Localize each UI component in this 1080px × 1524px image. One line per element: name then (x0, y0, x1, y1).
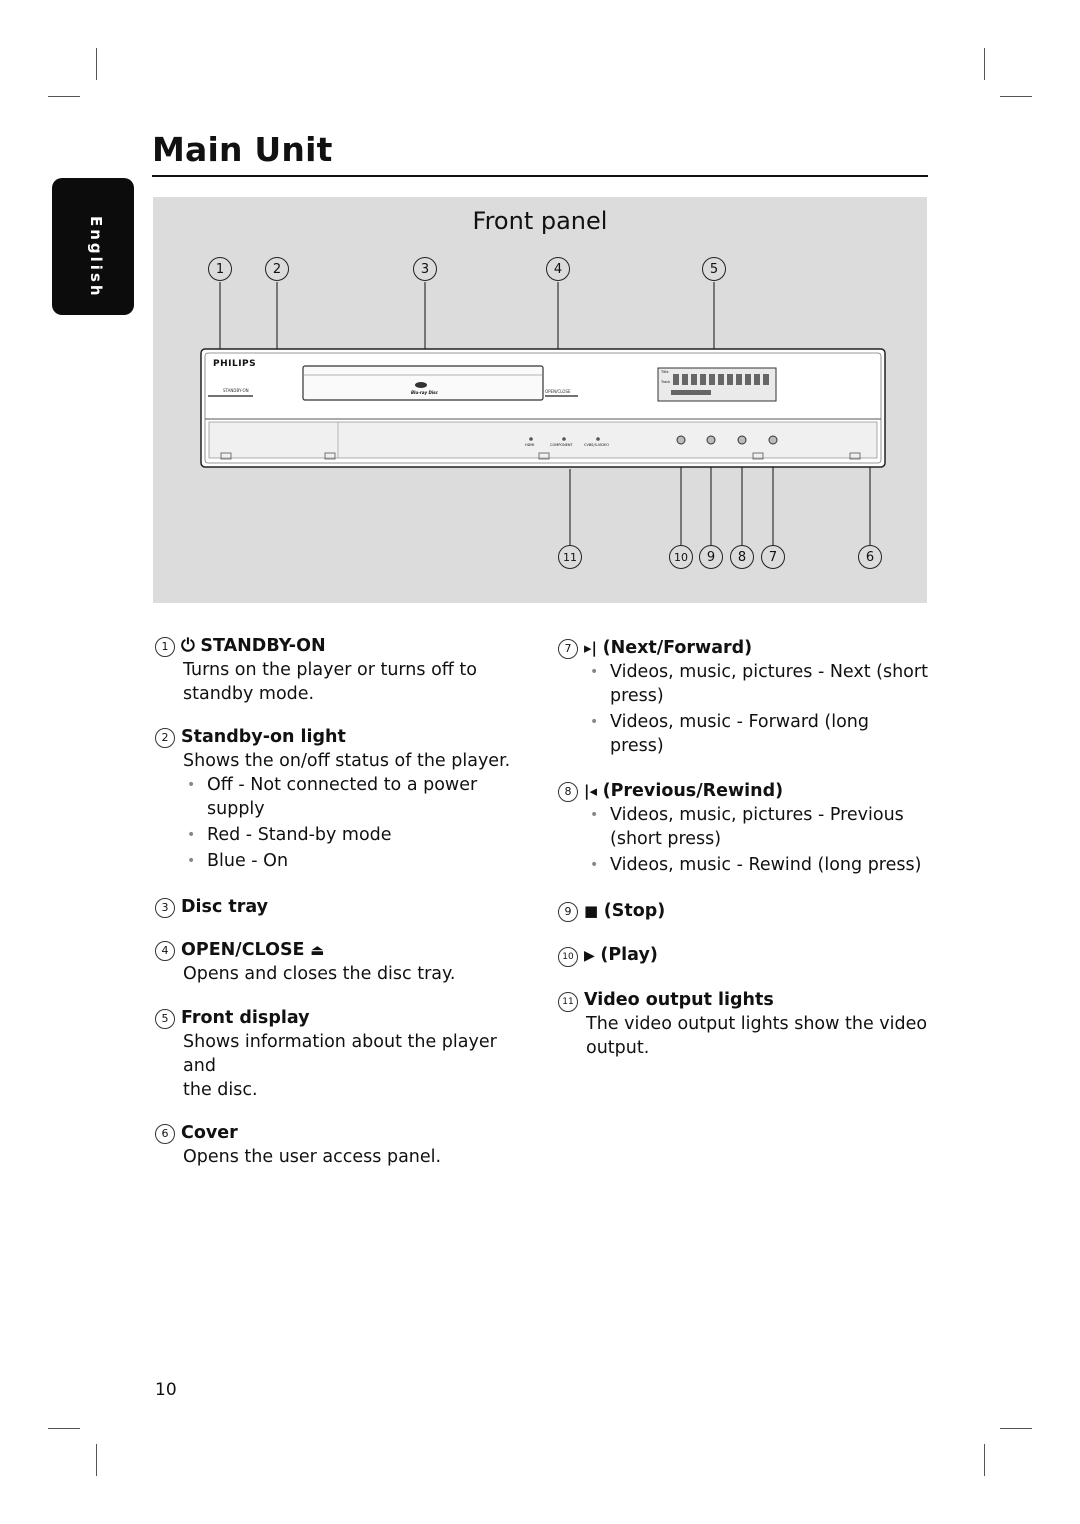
item-title: STANDBY-ON (200, 636, 326, 656)
play-icon: ▶ (584, 948, 595, 964)
crop-mark (96, 1444, 97, 1476)
brand-logo: PHILIPS (213, 359, 257, 369)
item-title: (Stop) (603, 901, 666, 921)
callout-2: 2 (265, 257, 289, 281)
language-tab-label: English (87, 216, 105, 299)
crop-mark (48, 96, 80, 97)
crop-mark (984, 48, 985, 80)
item-4: 4 OPEN/CLOSE ⏏ Opens and closes the disc … (155, 938, 525, 986)
language-tab: English (52, 178, 134, 315)
callout-7: 7 (761, 545, 785, 569)
next-icon: ▸| (584, 639, 598, 657)
callout-8: 8 (730, 545, 754, 569)
callout-10: 10 (669, 545, 693, 569)
item-title: Front display (181, 1008, 310, 1028)
bullet-cont: (short press) (610, 829, 722, 849)
callout-5: 5 (702, 257, 726, 281)
bullet: Videos, music - Forward (long press) (558, 710, 928, 758)
bullet: Off - Not connected to a power (155, 773, 525, 797)
item-number: 1 (155, 637, 175, 657)
item-number: 9 (558, 902, 578, 922)
callout-1: 1 (208, 257, 232, 281)
bluray-logo: Blu-ray Disc (411, 390, 438, 395)
bullet: Videos, music, pictures - Next (short (558, 660, 928, 684)
item-desc: Turns on the player or turns off to (183, 660, 477, 680)
item-desc: The video output lights show the video (586, 1014, 928, 1034)
item-6: 6 Cover Opens the user access panel. (155, 1121, 525, 1169)
item-title: OPEN/CLOSE (181, 940, 305, 960)
item-8: 8 |◂ (Previous/Rewind) Videos, music, pic… (558, 779, 928, 877)
item-10: 10 ▶ (Play) (558, 943, 928, 968)
item-number: 8 (558, 782, 578, 802)
item-desc: output. (586, 1038, 650, 1058)
crop-mark (1000, 1428, 1032, 1429)
callout-11: 11 (558, 545, 582, 569)
item-2: 2 Standby-on light Shows the on/off statu… (155, 725, 525, 873)
standby-label: STANDBY-ON (223, 388, 249, 393)
item-desc: standby mode. (183, 684, 315, 704)
item-number: 7 (558, 639, 578, 659)
callout-6: 6 (858, 545, 882, 569)
item-desc: Shows information about the player and (183, 1032, 497, 1076)
output-label-cvbs: CVBS/S-VIDEO (584, 443, 609, 447)
crop-mark (48, 1428, 80, 1429)
crop-mark (984, 1444, 985, 1476)
item-number: 2 (155, 728, 175, 748)
page-number: 10 (155, 1380, 177, 1400)
item-title: Disc tray (181, 897, 269, 917)
item-number: 3 (155, 898, 175, 918)
item-number: 6 (155, 1124, 175, 1144)
item-desc: Shows the on/off status of the player. (183, 751, 511, 771)
item-title: Cover (181, 1123, 238, 1143)
bullet: Red - Stand-by mode (155, 823, 525, 847)
item-desc: Opens the user access panel. (183, 1147, 442, 1167)
crop-mark (96, 48, 97, 80)
item-number: 4 (155, 941, 175, 961)
page-title: Main Unit (152, 130, 333, 169)
item-title: (Previous/Rewind) (602, 781, 784, 801)
bullet-cont: supply (207, 799, 265, 819)
eject-icon: ⏏ (310, 941, 325, 959)
output-label-hdmi: HDMI (525, 443, 535, 447)
title-rule (152, 175, 928, 177)
item-9: 9 ■ (Stop) (558, 899, 928, 923)
open-close-label: OPEN/CLOSE (545, 389, 571, 394)
item-11: 11 Video output lights The video output l… (558, 988, 928, 1060)
item-title: (Next/Forward) (602, 638, 753, 658)
crop-mark (1000, 96, 1032, 97)
display-label-title: Title (661, 370, 669, 374)
item-7: 7 ▸| (Next/Forward) Videos, music, pictur… (558, 636, 928, 758)
bullet: Blue - On (155, 849, 525, 873)
left-column: 1 ⏻ STANDBY-ON Turns on the player or tur… (155, 634, 525, 1169)
bullet: Videos, music - Rewind (long press) (558, 853, 928, 877)
callout-3: 3 (413, 257, 437, 281)
item-desc: the disc. (183, 1080, 258, 1100)
right-column: 7 ▸| (Next/Forward) Videos, music, pictur… (558, 636, 928, 1060)
previous-icon: |◂ (584, 782, 598, 800)
item-title: Standby-on light (181, 727, 346, 747)
item-1: 1 ⏻ STANDBY-ON Turns on the player or tur… (155, 634, 525, 706)
bullet-cont: press) (610, 686, 664, 706)
power-icon: ⏻ (181, 636, 195, 656)
output-label-component: COMPONENT (550, 443, 573, 447)
item-number: 5 (155, 1009, 175, 1029)
figure-title: Front panel (472, 207, 608, 235)
item-number: 10 (558, 947, 578, 967)
callout-9: 9 (699, 545, 723, 569)
item-3: 3 Disc tray (155, 895, 525, 919)
bullet: Videos, music, pictures - Previous (558, 803, 928, 827)
item-title: Video output lights (584, 990, 774, 1010)
item-5: 5 Front display Shows information about t… (155, 1006, 525, 1102)
player-front-drawing (200, 282, 886, 545)
stop-icon: ■ (584, 902, 599, 920)
item-desc: Opens and closes the disc tray. (183, 964, 456, 984)
display-label-track: Track (661, 380, 671, 384)
item-title: (Play) (600, 945, 658, 965)
item-number: 11 (558, 992, 578, 1012)
front-panel-figure: Front panel 1 2 3 4 5 11 10 9 8 7 6 (153, 197, 927, 603)
callout-4: 4 (546, 257, 570, 281)
